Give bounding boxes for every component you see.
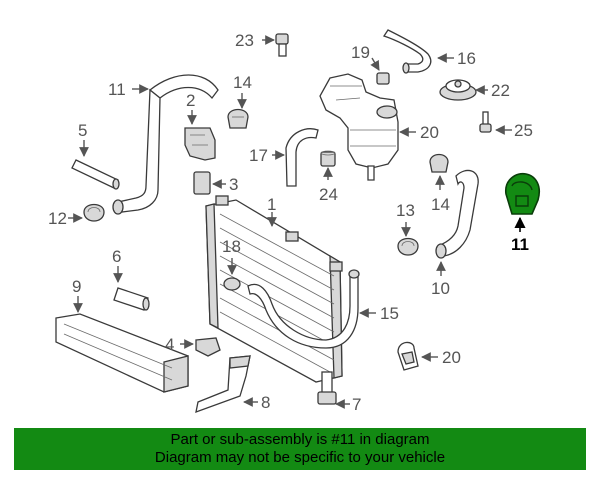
part-6-sleeve: 6: [112, 247, 150, 311]
part-16-hose: 16: [382, 29, 476, 74]
part-24-cap: 22: [439, 79, 510, 101]
info-banner: Part or sub-assembly is #11 in diagram D…: [14, 428, 586, 470]
callout-14-right: 14: [431, 195, 450, 214]
callout-1: 1: [267, 195, 276, 214]
callout-3: 3: [229, 175, 238, 194]
callout-22: 24: [319, 185, 338, 204]
callout-13-left: 12: [48, 209, 67, 228]
callout-20: 20: [442, 348, 461, 367]
callout-19: 19: [351, 43, 370, 62]
callout-17: 17: [249, 146, 268, 165]
callout-8: 8: [261, 393, 270, 412]
part-14-clamp-right: 14: [429, 153, 450, 214]
part-5-pipe: 5: [71, 121, 120, 190]
part-13-clamp-left: 12: [48, 203, 105, 228]
part-11-clip: 11: [505, 172, 541, 254]
part-14-clamp-upper: 14: [227, 73, 252, 129]
callout-7: 7: [352, 395, 361, 414]
banner-line-1: Part or sub-assembly is #11 in diagram: [170, 431, 430, 448]
part-2-bracket: 2: [184, 91, 216, 161]
callout-10: 10: [431, 279, 450, 298]
callout-12: 11: [108, 80, 126, 99]
part-23-bolt: 23: [235, 31, 289, 57]
callout-4: 4: [165, 335, 174, 354]
callout-5: 5: [78, 121, 87, 140]
part-19-fitting: 19: [351, 43, 390, 85]
banner-line-2: Diagram may not be specific to your vehi…: [154, 449, 446, 466]
callout-13-right: 13: [396, 201, 415, 220]
callout-6: 6: [112, 247, 121, 266]
callout-14-upper: 14: [233, 73, 252, 92]
callout-21: 20: [420, 123, 439, 142]
part-20-clip: 20: [397, 341, 461, 371]
callout-2: 2: [186, 91, 195, 110]
part-21-tank: 20: [319, 73, 439, 181]
part-18-plug: 18: [222, 237, 241, 291]
callout-25: 25: [514, 121, 533, 140]
part-12-upper-hose: 11: [108, 74, 219, 215]
callout-16: 16: [457, 49, 476, 68]
callout-18: 18: [222, 237, 241, 256]
callout-9: 9: [72, 277, 81, 296]
callout-11: 11: [511, 235, 529, 254]
part-3-block: 3: [193, 171, 238, 195]
part-9-panel: 9: [55, 277, 189, 393]
part-7-valve: 7: [317, 371, 361, 414]
callout-23: 23: [235, 31, 254, 50]
part-13-clamp-right: 13: [396, 201, 419, 256]
part-25-screw: 25: [479, 111, 533, 140]
part-17-hose: 17: [249, 128, 319, 187]
part-4-bracket: 4: [165, 335, 221, 357]
part-15-hose: 15: [247, 269, 399, 349]
callout-15: 15: [380, 304, 399, 323]
callout-24: 22: [491, 81, 510, 100]
part-10-lower-hose: 10: [431, 169, 479, 298]
part-22-cap: 24: [319, 150, 338, 204]
part-8-bracket: 8: [195, 355, 270, 414]
